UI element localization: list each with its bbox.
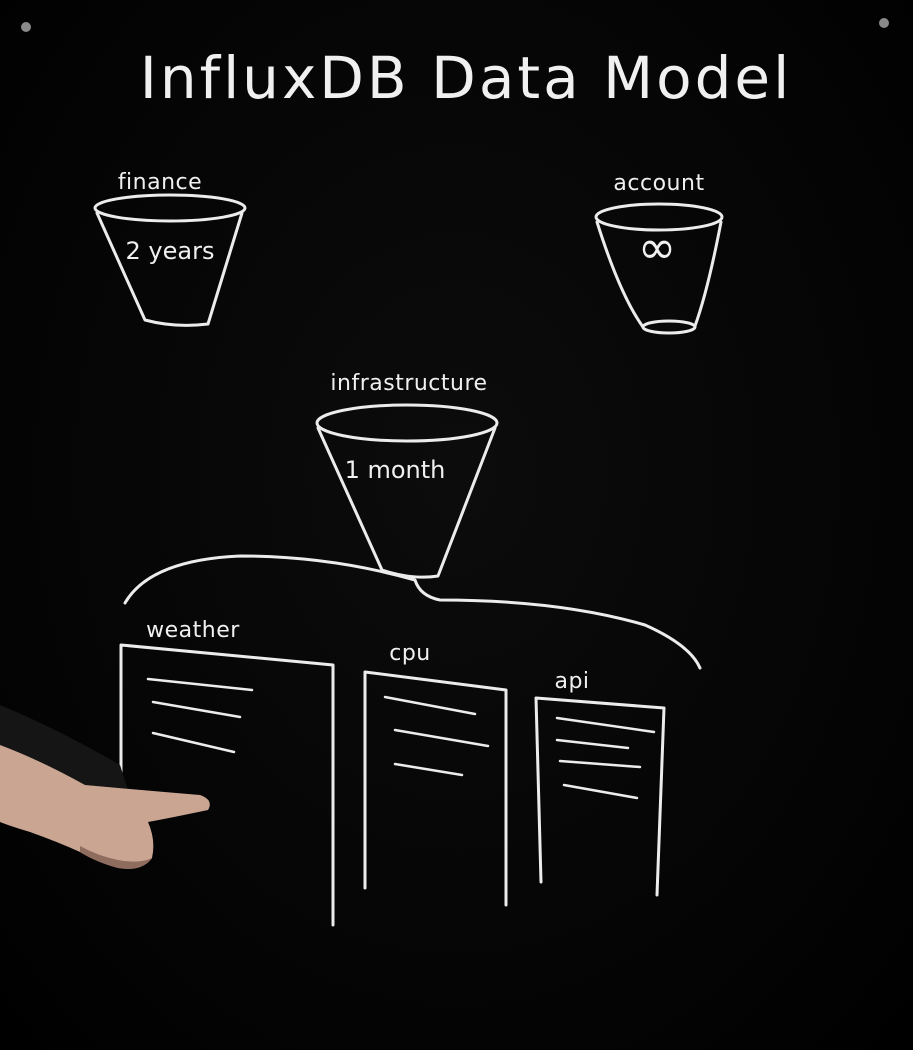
measurement-api-row: [562, 783, 639, 800]
bucket-finance-label: finance: [118, 170, 202, 195]
grouping-brace: [123, 554, 702, 670]
bucket-account-retention: ∞: [638, 220, 676, 274]
diagram-title: InfluxDB Data Model: [140, 44, 792, 112]
measurement-api: api: [534, 669, 666, 897]
bucket-infrastructure: infrastructure 1 month: [315, 371, 499, 579]
measurement-api-row: [558, 759, 642, 769]
measurement-api-row: [555, 738, 630, 750]
bucket-account-base: [641, 319, 697, 335]
bucket-finance: finance 2 years: [93, 170, 247, 327]
bucket-infrastructure-label: infrastructure: [330, 371, 487, 396]
bucket-finance-body: [95, 211, 244, 327]
bucket-finance-rim: [93, 193, 247, 223]
bucket-account-rim: [594, 202, 724, 232]
measurement-weather-label: weather: [146, 618, 240, 643]
bucket-finance-retention: 2 years: [126, 237, 215, 265]
bucket-infrastructure-rim: [315, 403, 499, 443]
bucket-account-body: [595, 220, 723, 329]
bucket-infrastructure-retention: 1 month: [345, 456, 446, 484]
measurement-cpu-row: [393, 762, 464, 777]
bucket-infrastructure-body: [316, 426, 497, 579]
measurement-cpu-label: cpu: [389, 641, 431, 666]
measurement-cpu: cpu: [363, 641, 508, 907]
measurement-cpu-row: [393, 728, 490, 748]
measurement-weather-row: [151, 700, 242, 719]
bucket-account-label: account: [613, 171, 704, 196]
measurement-api-label: api: [554, 669, 589, 694]
measurement-weather: weather: [119, 618, 335, 927]
board-screw-right: [879, 18, 889, 28]
measurement-weather-table: [119, 643, 335, 927]
measurement-api-row: [555, 716, 656, 734]
measurement-api-table: [534, 696, 666, 897]
bucket-account: account ∞: [594, 171, 724, 335]
measurement-weather-row: [151, 731, 236, 754]
presenter-hand: [0, 705, 210, 869]
measurement-weather-row: [146, 677, 254, 692]
board-screw-left: [21, 22, 31, 32]
measurement-cpu-table: [363, 670, 508, 907]
measurement-cpu-row: [383, 695, 477, 716]
